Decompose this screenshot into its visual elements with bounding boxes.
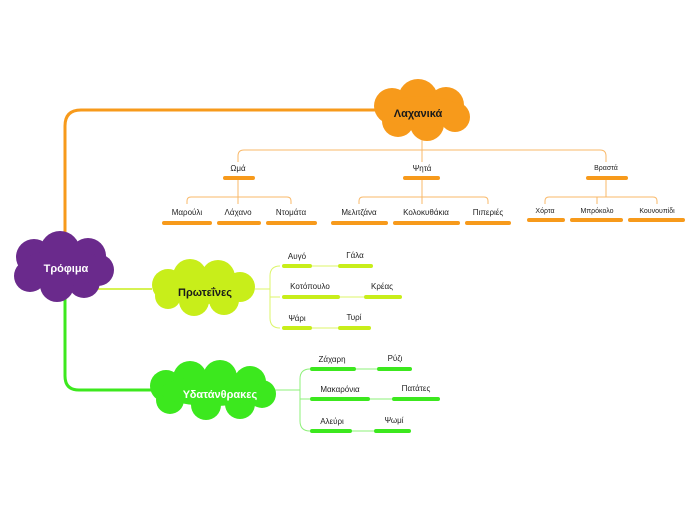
item-peppers[interactable]: Πιπεριές: [465, 208, 511, 225]
svg-text:Μελιτζάνα: Μελιτζάνα: [341, 208, 377, 217]
item-broccoli[interactable]: Μπρόκολο: [570, 207, 623, 222]
group-boiled-underline: [586, 176, 628, 180]
item-meat[interactable]: Κρέας: [364, 282, 402, 299]
svg-text:Κουνουπίδι: Κουνουπίδι: [639, 207, 675, 215]
carbs-cloud[interactable]: [150, 360, 276, 420]
svg-text:Λάχανο: Λάχανο: [224, 208, 252, 217]
item-eggplant[interactable]: Μελιτζάνα: [331, 208, 388, 225]
proteins-connectors: [255, 265, 364, 329]
item-greens[interactable]: Χόρτα: [527, 207, 565, 222]
svg-text:Γάλα: Γάλα: [346, 251, 364, 260]
item-cabbage[interactable]: Λάχανο: [217, 208, 261, 225]
item-flour[interactable]: Αλεύρι: [310, 417, 352, 433]
vegetables-connectors: [186, 130, 658, 204]
item-zucchini[interactable]: Κολοκυθάκια: [393, 208, 460, 225]
svg-text:Ψάρι: Ψάρι: [288, 314, 306, 323]
svg-text:Ντομάτα: Ντομάτα: [276, 208, 307, 217]
vegetables-branch: Λαχανικά Ωμά Ψητά Βραστά Μαρούλι Λάχανο …: [162, 79, 685, 225]
proteins-branch: Πρωτεΐνες Αυγό Γάλα Κοτόπουλο Κρέας Ψάρι…: [152, 251, 402, 330]
proteins-cloud[interactable]: [152, 259, 255, 316]
group-grilled-underline: [403, 176, 440, 180]
group-boiled[interactable]: Βραστά: [586, 164, 628, 180]
svg-text:Ζάχαρη: Ζάχαρη: [318, 355, 345, 364]
item-lettuce[interactable]: Μαρούλι: [162, 208, 212, 225]
group-boiled-label: Βραστά: [594, 164, 618, 172]
item-milk[interactable]: Γάλα: [338, 251, 373, 268]
item-tomato[interactable]: Ντομάτα: [266, 208, 317, 225]
vegetables-label: Λαχανικά: [394, 108, 443, 120]
item-fish[interactable]: Ψάρι: [282, 314, 312, 330]
svg-text:Πιπεριές: Πιπεριές: [473, 208, 504, 217]
root-label: Τρόφιμα: [44, 263, 89, 275]
item-cheese[interactable]: Τυρί: [338, 313, 371, 330]
svg-text:Μαρούλι: Μαρούλι: [172, 208, 203, 217]
carbs-label: Υδατάνθρακες: [183, 389, 258, 401]
svg-text:Κοτόπουλο: Κοτόπουλο: [290, 282, 330, 291]
group-raw[interactable]: Ωμά: [223, 164, 255, 180]
svg-text:Αυγό: Αυγό: [288, 252, 307, 261]
svg-text:Τυρί: Τυρί: [347, 313, 362, 322]
carbs-branch: Υδατάνθρακες Ζάχαρη Ρύζι Μακαρόνια Πατάτ…: [150, 354, 440, 433]
item-chicken[interactable]: Κοτόπουλο: [282, 282, 340, 299]
group-raw-label: Ωμά: [230, 164, 246, 173]
item-potatoes[interactable]: Πατάτες: [392, 384, 440, 401]
group-raw-underline: [223, 176, 255, 180]
group-grilled[interactable]: Ψητά: [403, 164, 440, 180]
svg-text:Πατάτες: Πατάτες: [402, 384, 431, 393]
item-bread[interactable]: Ψωμί: [374, 416, 411, 433]
svg-text:Χόρτα: Χόρτα: [535, 207, 554, 215]
item-cauliflower[interactable]: Κουνουπίδι: [628, 207, 685, 222]
connector-root-vegetables: [63, 108, 378, 250]
svg-text:Ρύζι: Ρύζι: [388, 354, 403, 363]
svg-text:Αλεύρι: Αλεύρι: [320, 417, 344, 426]
item-egg[interactable]: Αυγό: [282, 252, 312, 268]
connector-root-carbs: [63, 290, 152, 392]
svg-text:Μπρόκολο: Μπρόκολο: [581, 207, 614, 215]
root-node[interactable]: Τρόφιμα: [14, 231, 114, 302]
item-pasta[interactable]: Μακαρόνια: [310, 385, 370, 401]
svg-text:Ψωμί: Ψωμί: [384, 416, 403, 425]
group-grilled-label: Ψητά: [413, 164, 432, 173]
svg-text:Μακαρόνια: Μακαρόνια: [320, 385, 360, 394]
svg-text:Κρέας: Κρέας: [371, 282, 393, 291]
svg-text:Κολοκυθάκια: Κολοκυθάκια: [403, 208, 449, 217]
item-rice[interactable]: Ρύζι: [377, 354, 412, 371]
root-cloud: [14, 231, 114, 302]
carbs-connectors: [262, 368, 392, 432]
proteins-label: Πρωτεΐνες: [178, 287, 232, 299]
vegetables-cloud[interactable]: [374, 79, 470, 141]
item-sugar[interactable]: Ζάχαρη: [310, 355, 356, 371]
